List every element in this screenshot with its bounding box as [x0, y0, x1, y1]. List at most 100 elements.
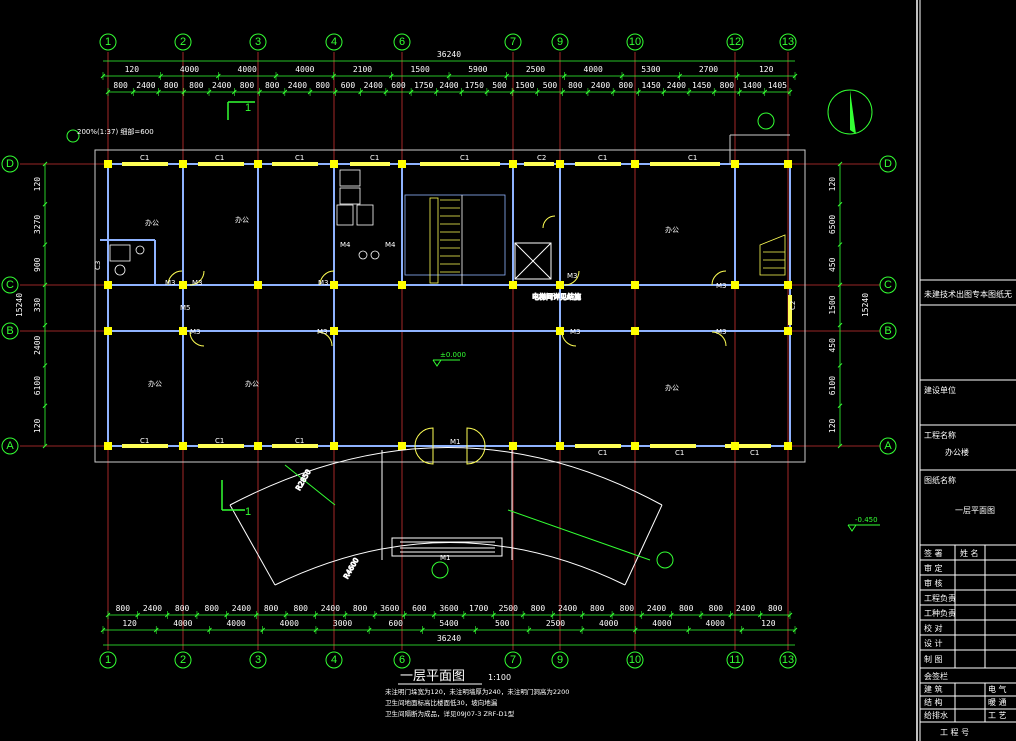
grid-bubble-bottom — [325, 651, 343, 669]
grid-label-row: B — [884, 325, 891, 337]
grid-label-top: 6 — [399, 36, 405, 48]
grid-label-top: 1 — [105, 36, 111, 48]
dim-label: 800 — [294, 604, 309, 613]
windows — [122, 162, 792, 448]
dim-label: 2400 — [364, 81, 383, 90]
column — [330, 442, 338, 450]
dim-label: 800 — [189, 81, 204, 90]
tb-row-4-a: 工种负责 — [924, 608, 956, 618]
tb-row-3-a: 工程负责 — [924, 593, 956, 603]
dim-label: 4000 — [280, 619, 299, 628]
door-label: M3 — [318, 279, 329, 287]
dim-label-vertical: 120 — [33, 418, 42, 433]
door-label: M3 — [165, 279, 176, 287]
door-label: M3 — [190, 328, 201, 336]
door-label: M1 — [440, 554, 451, 562]
grid-bubble-top — [393, 33, 411, 51]
dim-label: 2500 — [526, 65, 545, 74]
column — [731, 281, 739, 289]
column — [398, 281, 406, 289]
tb-row-2-a: 审 核 — [924, 578, 943, 588]
door-swings — [167, 215, 727, 465]
detail-note: 200%(1:37) 细部=600 — [77, 127, 154, 136]
dim-label: 2400 — [143, 604, 162, 613]
grid-bubble-bottom — [174, 651, 192, 669]
dim-label: 2400 — [212, 81, 231, 90]
elevator-note: 电梯间详见结施 — [532, 292, 581, 301]
grid-label-top: 9 — [557, 36, 563, 48]
plan-title-group: 一层平面图 1:100 未注明门垛宽为120，未注明墙厚为240，未注明门洞高为… — [385, 669, 569, 718]
overall-dim-right: 15240 — [861, 293, 870, 317]
dim-label: 120 — [125, 65, 140, 74]
dim-label: 2400 — [321, 604, 340, 613]
grid-label-top: 10 — [629, 36, 641, 48]
dim-label: 3600 — [380, 604, 399, 613]
grid-label-bottom: 7 — [510, 654, 516, 666]
grid-bubble-top — [249, 33, 267, 51]
grid-label-row: D — [6, 158, 14, 170]
grid-bubble-bottom — [393, 651, 411, 669]
dim-label: 800 — [709, 604, 724, 613]
dim-label-vertical: 2400 — [33, 335, 42, 354]
dim-label-vertical: 1500 — [828, 295, 837, 314]
elevator: 电梯间详见结施 — [514, 242, 582, 302]
dim-label: 500 — [495, 619, 510, 628]
tb-project-name-label: 工程名称 — [924, 430, 956, 440]
dim-label: 800 — [568, 81, 583, 90]
dim-label: 3000 — [333, 619, 352, 628]
tb-project-name: 办公楼 — [945, 447, 969, 457]
grid-label-row: A — [6, 440, 14, 452]
grid-label-top: 4 — [331, 36, 337, 48]
window-label: C1 — [295, 437, 304, 445]
dim-label: 1400 — [742, 81, 761, 90]
column — [254, 442, 262, 450]
dim-label: 800 — [116, 604, 131, 613]
dim-label: 500 — [543, 81, 558, 90]
dim-label: 800 — [113, 81, 128, 90]
grid-bubble-row — [1, 276, 19, 294]
dim-label: 1750 — [465, 81, 484, 90]
column — [784, 327, 792, 335]
dim-label: 600 — [341, 81, 356, 90]
column — [179, 442, 187, 450]
tb-sign-2-a: 给排水 — [924, 710, 948, 720]
grid-label-bottom: 13 — [782, 654, 794, 666]
window-label: C1 — [370, 154, 379, 162]
room-label: 办公 — [145, 218, 159, 227]
grid-label-row: A — [884, 440, 892, 452]
column — [509, 281, 517, 289]
canopy-radius-2: R4600 — [342, 557, 360, 581]
window-label: C1 — [215, 154, 224, 162]
elevation-markers: ±0.000 -0.450 — [432, 351, 880, 532]
dim-label: 800 — [265, 81, 280, 90]
window-label: C1 — [140, 437, 149, 445]
dim-label: 4000 — [599, 619, 618, 628]
column — [731, 160, 739, 168]
grid-bubble-row — [1, 322, 19, 340]
column — [179, 160, 187, 168]
grid-bubble-top — [325, 33, 343, 51]
dim-label-vertical: 120 — [828, 177, 837, 192]
dim-label: 4000 — [295, 65, 314, 74]
dim-label: 2400 — [591, 81, 610, 90]
column — [254, 160, 262, 168]
grid-bubble-bottom — [626, 651, 644, 669]
grid-label-bottom: 3 — [255, 654, 261, 666]
detail-callouts — [66, 112, 775, 579]
room-label: 办公 — [665, 383, 679, 392]
tb-row-5-a: 校 对 — [924, 623, 943, 633]
overall-dim-bottom: 36240 — [437, 634, 461, 643]
dim-label: 4000 — [584, 65, 603, 74]
grid-bubble-top — [174, 33, 192, 51]
dim-label-vertical: 3270 — [33, 215, 42, 234]
dim-label: 4000 — [173, 619, 192, 628]
tb-row-0-b: 姓 名 — [960, 548, 979, 558]
secondary-stair — [759, 234, 786, 276]
grid-bubble-row — [1, 155, 19, 173]
grid-bubble-row — [879, 322, 897, 340]
column — [731, 442, 739, 450]
dim-label: 800 — [768, 604, 783, 613]
window-label: C1 — [460, 154, 469, 162]
dim-label: 4000 — [226, 619, 245, 628]
tb-footer: 工 程 号 — [940, 728, 969, 737]
